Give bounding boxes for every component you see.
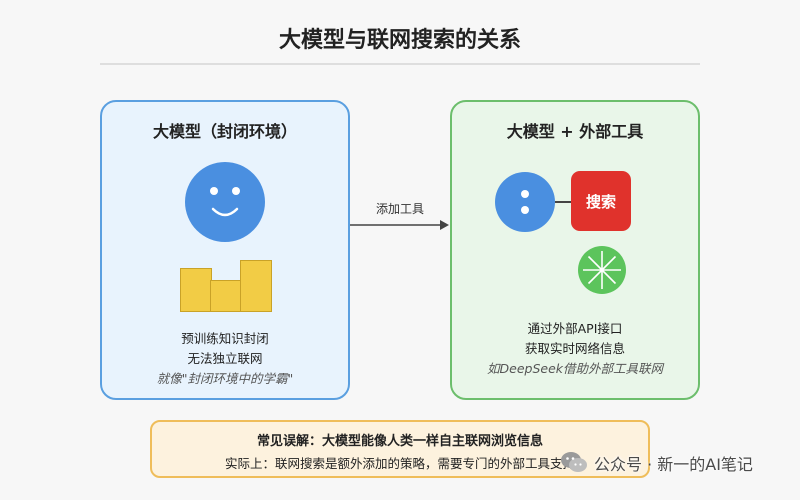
page-title: 大模型与联网搜索的关系 <box>278 28 521 53</box>
tool-augmented-line-2: 获取实时网络信息 <box>524 341 625 356</box>
clarification-text: 实际上：联网搜索是额外添加的策略，需要专门的外部工具支持 <box>224 456 575 471</box>
watermark-text: 公众号 · 新一的AI笔记 <box>594 455 753 474</box>
face-eye-left <box>210 187 218 195</box>
closed-model-line-2: 无法独立联网 <box>187 351 263 366</box>
search-tool-box: 搜索 <box>571 171 631 231</box>
tool-augmented-panel: 大模型 + 外部工具 搜索 通过外部API接口 获取实时网络信息 如DeepSe… <box>450 100 700 400</box>
closed-model-line-3: 就像"封闭环境中的学霸" <box>156 371 294 386</box>
model-search-connector <box>555 201 573 203</box>
title-divider <box>100 63 700 65</box>
model-eye-top <box>521 190 529 198</box>
closed-model-panel: 大模型（封闭环境） 预训练知识封闭 无法独立联网 就像"封闭环境中的学霸" <box>100 100 350 400</box>
misconception-note: 常见误解：大模型能像人类一样自主联网浏览信息 实际上：联网搜索是额外添加的策略，… <box>150 420 650 478</box>
face-eye-right <box>232 187 240 195</box>
bar-2 <box>210 280 242 312</box>
face-mouth <box>211 207 239 217</box>
watermark: 公众号 · 新一的AI笔记 <box>560 448 790 476</box>
closed-model-line-1: 预训练知识封闭 <box>181 331 269 346</box>
misconception-text: 常见误解：大模型能像人类一样自主联网浏览信息 <box>256 434 543 449</box>
arrow-right-icon <box>350 220 449 230</box>
wechat-icon <box>561 452 587 472</box>
tool-augmented-line-3: 如DeepSeek借助外部工具联网 <box>487 361 663 376</box>
bar-1 <box>180 268 212 312</box>
tool-augmented-title: 大模型 + 外部工具 <box>506 122 644 141</box>
closed-model-title: 大模型（封闭环境） <box>152 122 297 141</box>
tool-augmented-line-1: 通过外部API接口 <box>527 321 623 336</box>
model-eye-bottom <box>521 206 529 214</box>
bar-3 <box>240 260 272 312</box>
smiley-face-icon <box>185 162 265 242</box>
add-tools-label: 添加工具 <box>375 202 424 216</box>
globe-icon <box>578 246 626 294</box>
model-face-icon <box>495 172 555 232</box>
